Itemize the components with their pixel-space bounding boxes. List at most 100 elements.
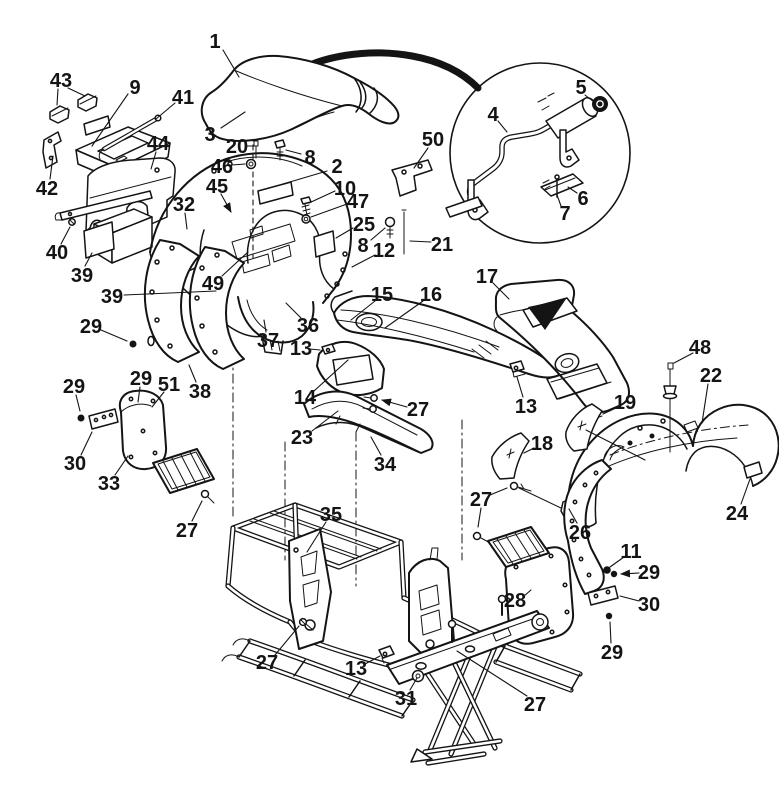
- part-label-45: 45: [206, 176, 228, 198]
- part-label-15: 15: [371, 284, 393, 306]
- leader-line: [313, 359, 349, 392]
- pin-21: [401, 209, 407, 255]
- leader-line: [56, 88, 59, 106]
- part-label-13: 13: [290, 338, 312, 360]
- leader-line: [306, 521, 327, 553]
- part-label-2: 2: [331, 156, 342, 178]
- leader-line: [620, 569, 640, 578]
- part-label-43: 43: [50, 70, 72, 92]
- leader-line: [221, 251, 249, 277]
- part-label-30: 30: [638, 594, 660, 616]
- part-label-12: 12: [373, 240, 395, 262]
- leader-line: [584, 94, 595, 103]
- part-label-39: 39: [71, 265, 93, 287]
- leader-line: [220, 111, 246, 129]
- leader-line: [285, 302, 302, 319]
- leader-line: [191, 500, 203, 522]
- leader-line: [381, 398, 408, 408]
- leader-line: [556, 194, 562, 207]
- clip-13b: [378, 645, 395, 659]
- part-label-46: 46: [211, 156, 233, 178]
- leader-line: [274, 625, 300, 656]
- bolt-27e2: [472, 531, 482, 541]
- tab-24: [743, 461, 763, 479]
- leader-line: [350, 300, 376, 321]
- leader-line: [49, 155, 54, 180]
- leader-line: [568, 508, 578, 524]
- fender-flares: [77, 239, 245, 422]
- leader-line: [231, 163, 246, 166]
- part-label-10: 10: [334, 178, 356, 200]
- part-label-44: 44: [147, 133, 170, 155]
- part-label-16: 16: [420, 284, 442, 306]
- bolt-20: [253, 140, 259, 147]
- washer-51a: [147, 335, 155, 347]
- part-label-50: 50: [422, 129, 444, 151]
- leader-line: [123, 290, 217, 296]
- grille-lip-34: [315, 421, 419, 453]
- decal-2: [257, 181, 294, 205]
- leader-line: [150, 151, 157, 170]
- leader-line: [497, 120, 508, 133]
- leader-line: [100, 329, 128, 342]
- leader-line: [456, 650, 528, 697]
- nut-29r: [610, 570, 618, 578]
- rear-flap-assembly: [487, 459, 619, 645]
- part-label-8: 8: [357, 235, 368, 257]
- grille-23: [303, 390, 434, 454]
- nut-29b: [77, 414, 85, 422]
- leader-line: [370, 227, 386, 241]
- washer-47: [301, 214, 311, 224]
- leader-line: [384, 300, 424, 329]
- bolt-8b: [384, 216, 396, 228]
- part-label-19: 19: [614, 392, 636, 414]
- bolt-27d1: [370, 394, 378, 402]
- part-label-27: 27: [470, 489, 492, 511]
- part-label-21: 21: [431, 234, 453, 256]
- part-label-14: 14: [294, 387, 317, 409]
- part-label-27: 27: [256, 652, 278, 674]
- leader-line: [409, 677, 418, 691]
- leader-line: [80, 431, 93, 456]
- leader-line: [311, 410, 339, 432]
- part-label-35: 35: [320, 504, 342, 526]
- part-label-27: 27: [176, 520, 198, 542]
- frame-pillar-plate: [288, 528, 332, 650]
- leader-line: [516, 376, 524, 398]
- part-label-29: 29: [601, 642, 623, 664]
- leader-line: [523, 589, 532, 597]
- part-label-31: 31: [395, 688, 417, 710]
- leader-line: [220, 193, 232, 213]
- part-label-51: 51: [158, 374, 180, 396]
- part-label-27: 27: [407, 399, 429, 421]
- bolt-27d2: [369, 405, 377, 413]
- seat-part: [200, 54, 400, 142]
- nut-11: [603, 566, 611, 574]
- part-label-6: 6: [577, 188, 588, 210]
- leader-line: [701, 383, 709, 424]
- part-label-30: 30: [64, 453, 86, 475]
- part-label-29: 29: [80, 316, 102, 338]
- part-label-4: 4: [487, 104, 499, 126]
- part-label-39: 39: [101, 286, 123, 308]
- bracket-42: [42, 131, 62, 169]
- leader-line: [75, 394, 81, 412]
- part-label-24: 24: [726, 503, 749, 525]
- leader-line: [413, 147, 429, 169]
- part-label-23: 23: [291, 427, 313, 449]
- part-label-5: 5: [575, 77, 586, 99]
- part-label-1: 1: [209, 31, 220, 53]
- leader-line: [673, 352, 694, 364]
- leader-line: [602, 407, 617, 415]
- part-label-42: 42: [36, 178, 58, 200]
- grommet-46: [245, 158, 257, 170]
- leader-line: [409, 240, 432, 243]
- mudflap-left-assembly: [88, 389, 215, 504]
- bracket-50: [391, 159, 433, 197]
- decal-25: [313, 230, 336, 258]
- leader-line: [151, 391, 165, 408]
- part-label-29: 29: [638, 562, 660, 584]
- part-label-34: 34: [374, 454, 397, 476]
